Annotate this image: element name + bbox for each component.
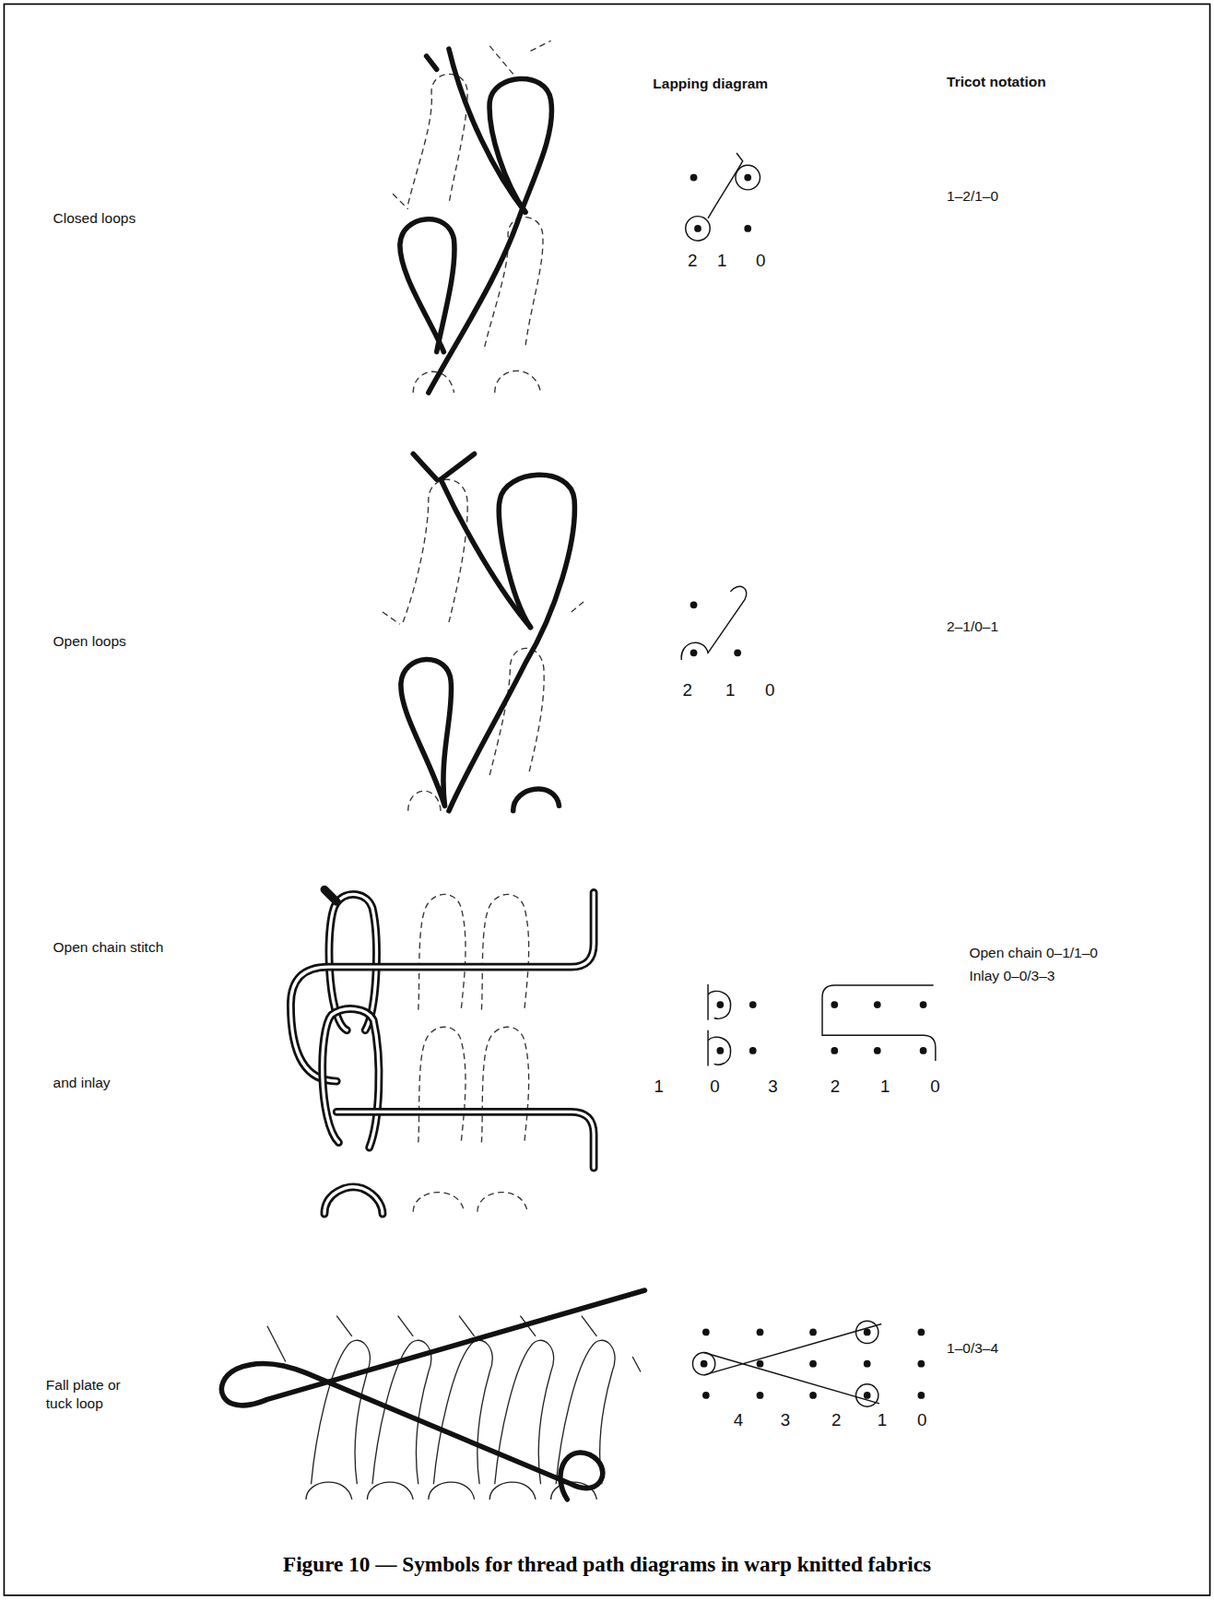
figure-caption: Figure 10 — Symbols for thread path diag… — [0, 1552, 1214, 1579]
tricot-notation: Inlay 0–0/3–3 — [968, 966, 1055, 985]
tuck-loop-lapping — [692, 1320, 925, 1407]
row-label: Open loops — [53, 632, 127, 650]
needle-number: 0 — [755, 250, 766, 272]
tricot-notation: 1–0/3–4 — [946, 1339, 999, 1357]
needle-number: 0 — [930, 1077, 940, 1099]
needle-number: 1 — [877, 1411, 887, 1433]
needle-number: 3 — [780, 1411, 790, 1433]
row-label: tuck loop — [46, 1395, 104, 1414]
needle-number: 1 — [717, 250, 727, 272]
tricot-notation: 1–2/1–0 — [946, 188, 999, 206]
row-label: Fall plate or — [46, 1377, 121, 1395]
figure-frame — [3, 3, 1210, 1595]
column-heading: Lapping diagram — [652, 75, 768, 94]
open-chain-inlay-drawing — [290, 889, 594, 1214]
closed-loops-lapping — [685, 153, 761, 241]
needle-number: 2 — [831, 1411, 841, 1433]
row-label: Open chain stitch — [53, 938, 165, 956]
needle-number: 1 — [880, 1077, 890, 1099]
column-heading: Tricot notation — [946, 73, 1047, 92]
closed-loops-drawing — [392, 40, 552, 393]
needle-number: 2 — [682, 680, 692, 702]
needle-number: 2 — [687, 250, 697, 272]
needle-number: 4 — [733, 1411, 743, 1433]
needle-number: 0 — [917, 1411, 927, 1433]
tricot-notation: 2–1/0–1 — [946, 618, 999, 637]
needle-number: 1 — [653, 1077, 663, 1099]
open-loops-lapping — [681, 586, 747, 661]
open-loops-drawing — [382, 453, 584, 811]
needle-number: 2 — [830, 1077, 840, 1099]
tuck-loop-drawing — [221, 1290, 645, 1500]
needle-number: 0 — [709, 1077, 719, 1099]
open-chain-inlay-lapping — [707, 984, 936, 1067]
needle-number: 1 — [725, 680, 735, 702]
row-label: Closed loops — [53, 210, 137, 228]
tricot-notation: Open chain 0–1/1–0 — [968, 944, 1098, 963]
row-label: and inlay — [53, 1073, 111, 1092]
needle-number: 0 — [765, 680, 775, 702]
needle-number: 3 — [767, 1077, 778, 1099]
